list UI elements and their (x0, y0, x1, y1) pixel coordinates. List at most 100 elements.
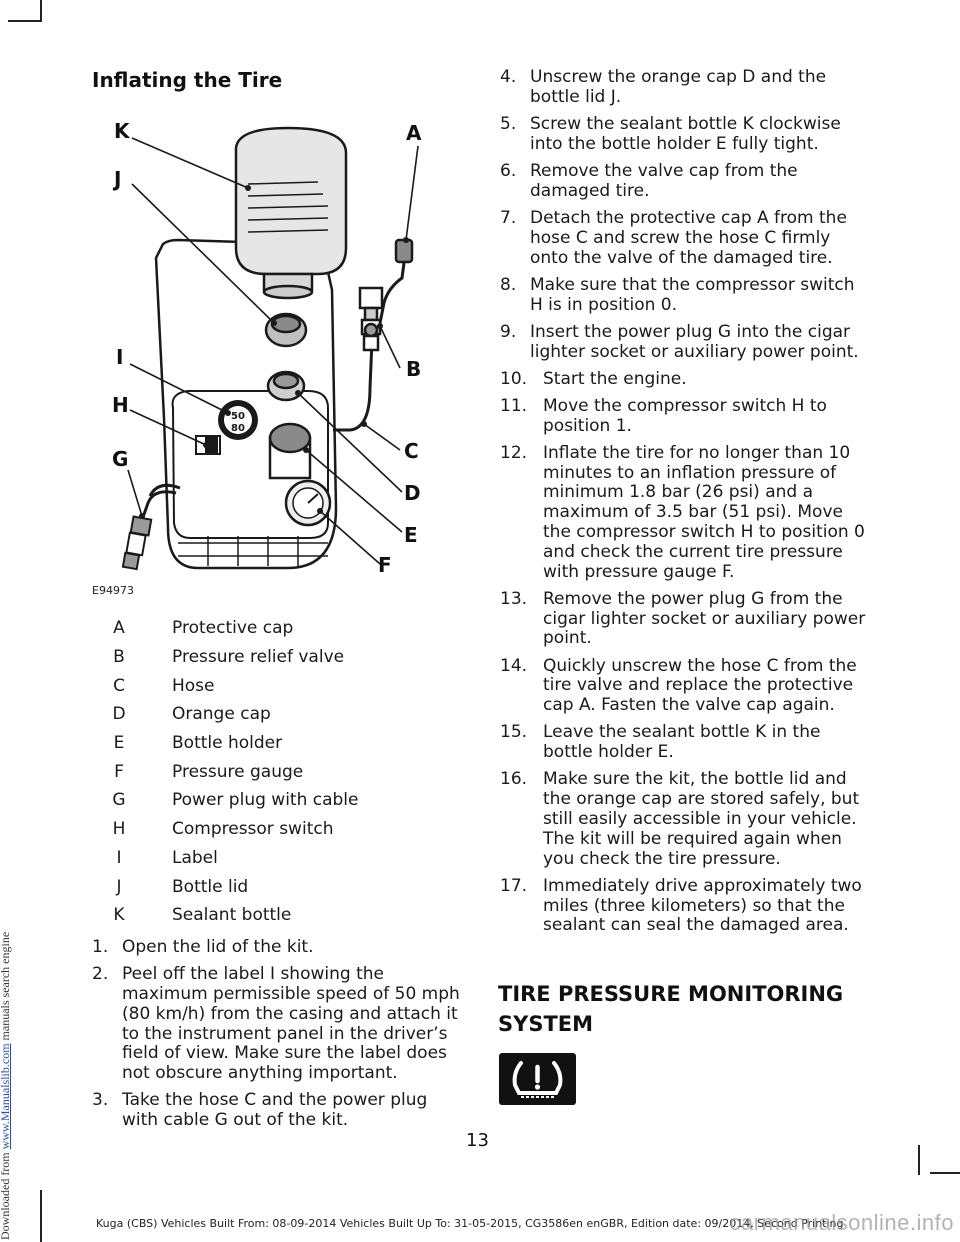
step-number: 13. (500, 588, 528, 609)
step-text: Unscrew the orange cap D and the bottle … (530, 67, 827, 107)
step-item: 14.Quickly unscrew the hose C from the t… (500, 655, 872, 716)
callout-j: J (112, 167, 121, 191)
legend-desc: Protective cap (172, 618, 294, 639)
step-text: Move the compressor switch H to position… (543, 395, 827, 436)
legend-row: H Compressor switch (100, 815, 460, 844)
callout-b: B (406, 357, 421, 381)
legend-desc: Compressor switch (172, 819, 334, 840)
legend-desc: Hose (172, 675, 215, 696)
tire-pressure-warning-icon (499, 1053, 576, 1105)
step-number: 9. (500, 321, 517, 342)
legend-letter: B (113, 647, 125, 668)
step-text: Make sure the kit, the bottle lid and th… (543, 769, 860, 869)
step-text: Start the engine. (543, 368, 687, 389)
crop-mark (40, 0, 42, 22)
tire-kit-figure: 50 80 (88, 108, 448, 598)
step-text: Leave the sealant bottle K in the bottle… (543, 722, 821, 763)
step-text: Insert the power plug G into the cigar l… (530, 321, 859, 362)
callout-i: I (116, 345, 123, 369)
step-number: 10. (500, 368, 528, 389)
step-number: 17. (500, 875, 528, 896)
step-item: 5.Screw the sealant bottle K clockwise i… (500, 113, 872, 155)
legend-row: B Pressure relief valve (100, 643, 460, 672)
step-text: Peel off the label I showing the maximum… (122, 964, 460, 1084)
legend-letter: H (112, 819, 126, 840)
step-item: 16. Make sure the kit, the bottle lid and… (500, 769, 872, 869)
legend-letter: K (113, 905, 125, 926)
legend-letter: I (116, 847, 122, 868)
legend-row: G Power plug with cable (100, 786, 460, 815)
step-number: 11. (500, 395, 528, 416)
section-title-line: SYSTEM (498, 1012, 594, 1036)
footer-edition-info: Kuga (CBS) Vehicles Built From: 08-09-20… (96, 1217, 844, 1230)
step-text: Take the hose C and the power plug with … (122, 1090, 428, 1131)
callout-d: D (404, 481, 421, 505)
step-text: Screw the sealant bottle K clockwise int… (530, 113, 841, 154)
crop-mark (8, 20, 42, 22)
step-number: 8. (500, 274, 517, 295)
callout-e: E (404, 523, 418, 547)
legend-letter: C (113, 675, 125, 696)
step-text: Immediately drive approximately two mile… (543, 875, 862, 936)
callout-f: F (378, 553, 392, 577)
step-text: Inflate the tire for no longer than 10 m… (543, 442, 865, 582)
legend-letter: E (113, 733, 125, 754)
legend-letter: J (116, 876, 122, 897)
crop-mark (930, 1172, 960, 1174)
legend-row: D Orange cap (100, 700, 460, 729)
callout-g: G (112, 447, 128, 471)
legend-desc: Bottle lid (172, 876, 249, 897)
step-number: 3. (92, 1090, 109, 1111)
step-item: 11. Move the compressor switch H to posit… (500, 395, 872, 437)
step-number: 2. (92, 964, 109, 985)
manualslib-link[interactable]: www.Manualslib.com (0, 1043, 12, 1150)
download-source-note: Downloaded from www.Manualslib.com manua… (0, 931, 12, 1240)
step-item: 17. Immediately drive approximately two m… (500, 875, 872, 936)
step-number: 7. (500, 207, 517, 228)
step-item: 4.Unscrew the orange cap D and the bottl… (500, 67, 872, 108)
step-number: 6. (500, 160, 517, 181)
steps-list-left: 1.Open the lid of the kit. 2. Peel off th… (92, 937, 464, 1138)
callout-k: K (114, 119, 131, 143)
crop-mark (918, 1145, 920, 1175)
watermark: carmanualsonline.info (729, 1210, 954, 1235)
legend-desc: Label (172, 847, 218, 868)
tire-kit-illustration: 50 80 (92, 119, 422, 597)
callout-h: H (112, 393, 129, 417)
legend-desc: Orange cap (172, 704, 271, 725)
step-item: 1.Open the lid of the kit. (92, 937, 464, 958)
legend-desc: Pressure relief valve (172, 647, 345, 668)
step-item: 6. Remove the valve cap from the damaged … (500, 160, 872, 202)
crop-mark (40, 1190, 42, 1242)
legend-letter: A (113, 618, 125, 639)
section-title-line: TIRE PRESSURE MONITORING (498, 982, 844, 1006)
legend-row: A Protective cap (100, 614, 460, 643)
legend-desc: Sealant bottle (172, 905, 292, 926)
gauge-label-bottom: 80 (231, 423, 245, 434)
legend-desc: Power plug with cable (172, 790, 359, 811)
step-text: Remove the power plug G from the cigar l… (543, 588, 866, 649)
legend-row: K Sealant bottle (100, 901, 460, 930)
gauge-label-top: 50 (231, 411, 245, 422)
legend-row: I Label (100, 844, 460, 873)
step-item: 13. Remove the power plug G from the ciga… (500, 588, 872, 649)
step-text: Remove the valve cap from the damaged ti… (530, 160, 798, 201)
page-number: 13 (466, 1130, 489, 1151)
step-text: Quickly unscrew the hose C from the tire… (543, 655, 857, 716)
legend-row: J Bottle lid (100, 872, 460, 901)
step-item: 2. Peel off the label I showing the maxim… (92, 964, 464, 1084)
figure-legend: A Protective cap B Pressure relief valve C… (100, 614, 460, 930)
step-number: 12. (500, 442, 528, 463)
legend-letter: D (112, 704, 126, 725)
callout-c: C (404, 439, 419, 463)
legend-letter: G (112, 790, 126, 811)
step-number: 15. (500, 722, 528, 743)
step-number: 1. (92, 937, 109, 957)
step-item: 7. Detach the protective cap A from the h… (500, 207, 872, 268)
step-number: 16. (500, 769, 528, 790)
section-title: TIRE PRESSURE MONITORING SYSTEM (498, 980, 878, 1038)
step-item: 3. Take the hose C and the power plug wit… (92, 1091, 464, 1131)
section-heading: Inflating the Tire (92, 68, 283, 92)
step-text: Detach the protective cap A from the hos… (530, 207, 847, 268)
